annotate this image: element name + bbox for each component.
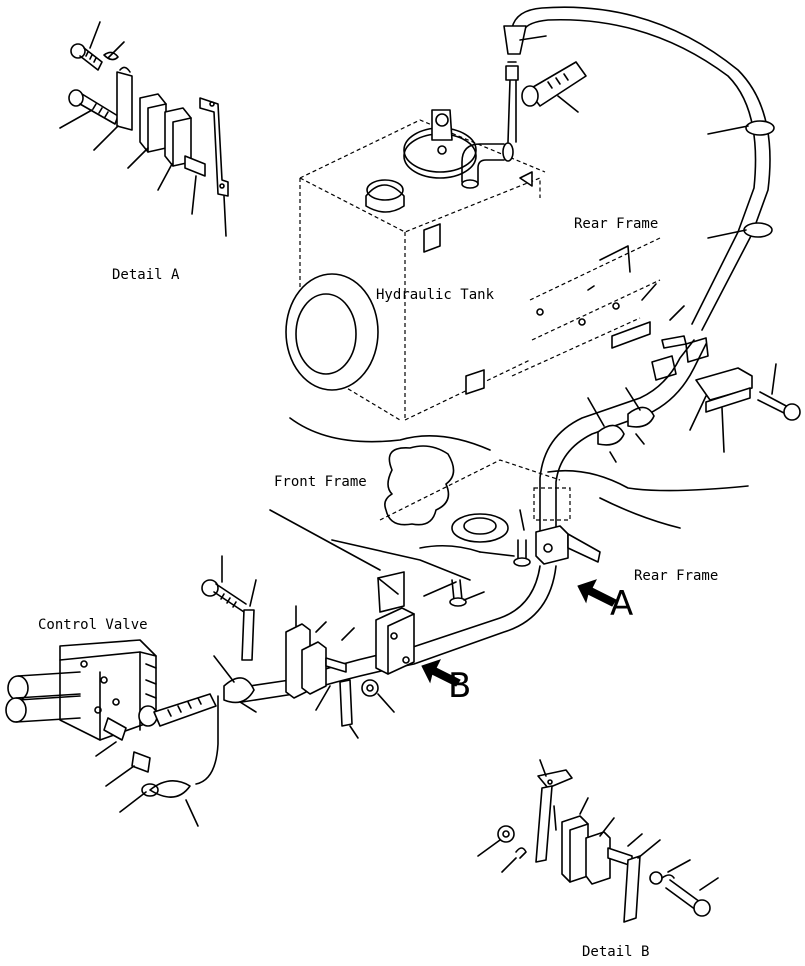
front-frame-label: Front Frame <box>274 474 367 490</box>
detail-b-caption: Detail B <box>582 944 650 960</box>
arrow-a <box>577 579 617 607</box>
arrow-b <box>421 659 461 687</box>
return-hose <box>503 6 775 331</box>
rear-frame-upper <box>511 237 801 453</box>
detail-a-group <box>59 21 229 237</box>
detail-a-caption: Detail A <box>112 267 180 283</box>
bolt-part <box>68 89 119 125</box>
view-b-marker: B <box>448 666 472 706</box>
bolt-part <box>70 43 103 71</box>
view-a-marker: A <box>610 584 634 624</box>
control-valve <box>5 639 219 827</box>
rear-frame-label-right: Rear Frame <box>634 568 719 584</box>
clamp-b-group <box>201 555 485 739</box>
front-frame <box>269 417 749 581</box>
control-valve-label: Control Valve <box>38 617 148 633</box>
rear-frame-label-top: Rear Frame <box>574 216 659 232</box>
detail-b-group <box>477 759 719 923</box>
hydraulic-tank <box>285 61 546 421</box>
hydraulic-tank-label: Hydraulic Tank <box>376 287 495 303</box>
